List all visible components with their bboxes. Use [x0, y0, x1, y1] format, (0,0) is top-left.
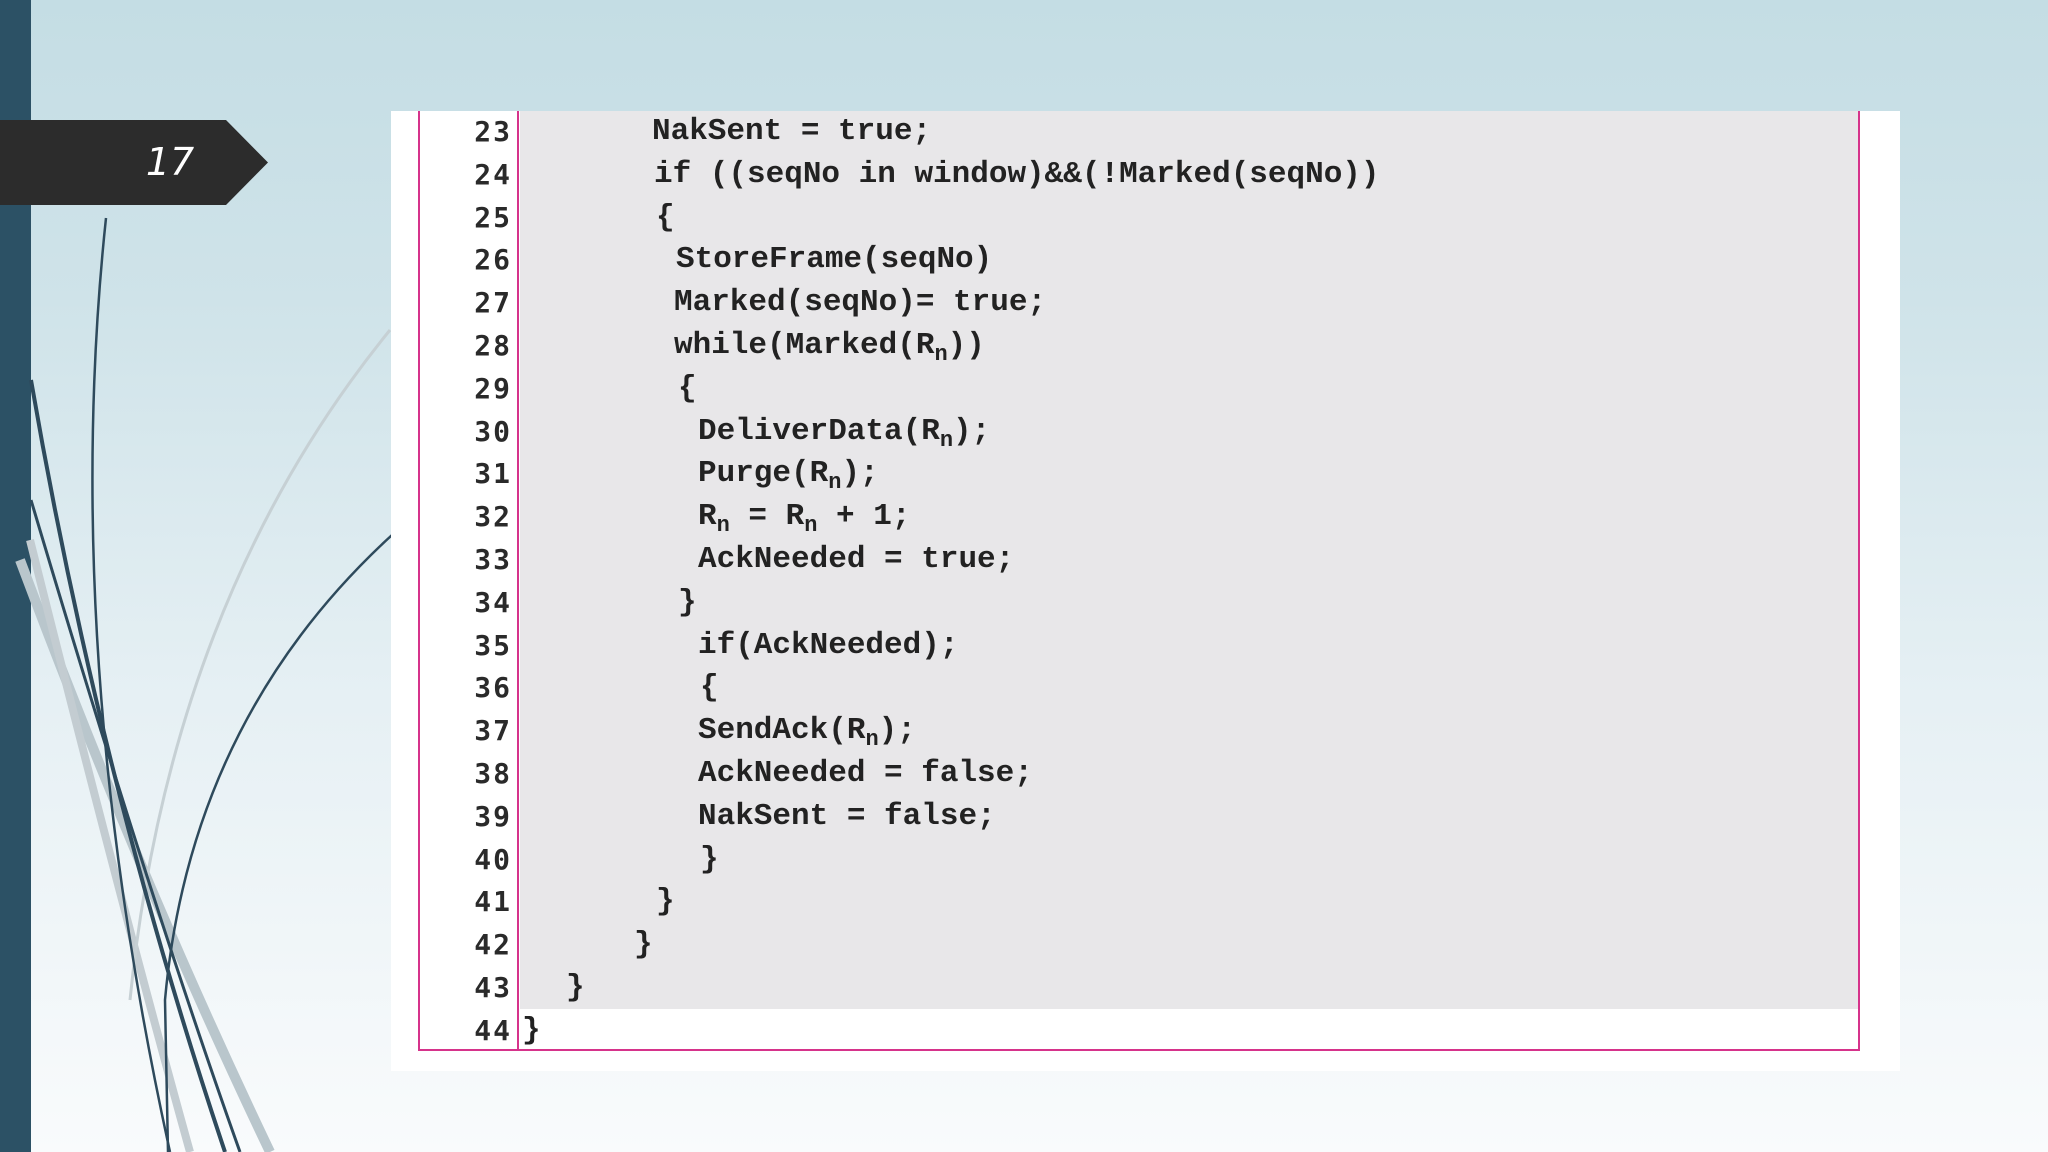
- line-number: 28: [474, 329, 512, 362]
- code-text: StoreFrame(seqNo): [676, 242, 993, 278]
- code-line: 30 DeliverData(Rn);: [420, 411, 1856, 454]
- code-line: 39 NakSent = false;: [420, 796, 1856, 839]
- line-number: 29: [474, 371, 512, 405]
- line-number: 33: [474, 543, 512, 576]
- code-line: 24 if ((seqNo in window)&&(!Marked(seqNo)…: [420, 154, 1856, 197]
- line-number: 39: [474, 799, 512, 833]
- line-number: 43: [474, 971, 512, 1004]
- code-text: }: [566, 970, 585, 1005]
- code-line: 44}: [420, 1010, 1856, 1053]
- line-number: 36: [474, 671, 512, 705]
- code-line: 27 Marked(seqNo)= true;: [420, 282, 1856, 325]
- code-text: }: [522, 1012, 541, 1048]
- code-line: 25 {: [420, 197, 1856, 240]
- subscript: n: [934, 342, 948, 367]
- line-number: 38: [474, 757, 512, 790]
- code-line: 31 Purge(Rn);: [420, 453, 1856, 496]
- code-background: [520, 111, 1858, 1009]
- code-line: 40}: [420, 839, 1856, 882]
- line-number: 34: [474, 585, 512, 619]
- code-text: while(Marked(Rn)): [674, 328, 985, 367]
- code-text: DeliverData(Rn);: [698, 413, 991, 453]
- code-line: 34}: [420, 582, 1856, 625]
- code-line: 42}: [420, 924, 1856, 967]
- subscript: n: [716, 513, 730, 539]
- line-number: 24: [474, 157, 512, 191]
- line-number: 30: [474, 414, 512, 448]
- code-line: 29 {: [420, 368, 1856, 411]
- slide-number: 17: [145, 140, 195, 184]
- subscript: n: [865, 727, 879, 753]
- code-line: 37 SendAck(Rn);: [420, 710, 1856, 753]
- slide-number-tag: [0, 120, 268, 205]
- code-frame: [418, 111, 1860, 1051]
- line-number: 44: [474, 1013, 512, 1047]
- code-text: NakSent = true;: [652, 114, 932, 149]
- line-number: 42: [474, 928, 512, 962]
- line-number: 37: [474, 714, 512, 748]
- code-line: 43}: [420, 967, 1856, 1010]
- code-text: }: [634, 927, 653, 963]
- line-number: 23: [474, 115, 512, 148]
- line-number: 35: [474, 628, 512, 662]
- code-text: Marked(seqNo)= true;: [674, 285, 1047, 321]
- code-text: NakSent = false;: [698, 798, 996, 834]
- code-text: {: [700, 670, 719, 706]
- code-text: AckNeeded = true;: [698, 542, 1015, 577]
- code-text: }: [656, 884, 675, 920]
- code-text: AckNeeded = false;: [698, 756, 1033, 791]
- line-number: 32: [474, 500, 512, 534]
- code-line: 32 Rn = Rn + 1;: [420, 496, 1856, 539]
- line-number: 31: [474, 457, 512, 491]
- code-text: {: [656, 199, 675, 235]
- code-line: 38 AckNeeded = false;: [420, 753, 1856, 796]
- code-line: 26 StoreFrame(seqNo): [420, 239, 1856, 282]
- line-number: 25: [474, 200, 512, 234]
- subscript: n: [939, 427, 954, 453]
- decorative-swooshes: [15, 217, 393, 1152]
- code-line: 41}: [420, 881, 1856, 924]
- code-text: }: [700, 841, 719, 877]
- code-line: 35 if(AckNeeded);: [420, 625, 1856, 668]
- code-text: Purge(Rn);: [698, 456, 879, 496]
- code-line: 33 AckNeeded = true;: [420, 539, 1856, 582]
- line-number: 40: [474, 842, 512, 876]
- code-text: }: [678, 584, 697, 620]
- code-line: 28 while(Marked(Rn)): [420, 325, 1856, 368]
- line-number-divider: [517, 111, 519, 1049]
- code-text: Rn = Rn + 1;: [698, 499, 911, 539]
- code-text: if(AckNeeded);: [698, 627, 959, 663]
- line-number: 27: [474, 286, 512, 320]
- code-line: 23 NakSent = true;: [420, 111, 1856, 154]
- subscript: n: [804, 513, 818, 539]
- code-line: 36 {: [420, 667, 1856, 710]
- code-text: {: [678, 370, 697, 406]
- line-number: 26: [474, 243, 512, 277]
- line-number: 41: [474, 885, 512, 919]
- code-text: SendAck(Rn);: [698, 713, 916, 753]
- code-text: if ((seqNo in window)&&(!Marked(seqNo)): [654, 156, 1380, 192]
- subscript: n: [828, 470, 842, 496]
